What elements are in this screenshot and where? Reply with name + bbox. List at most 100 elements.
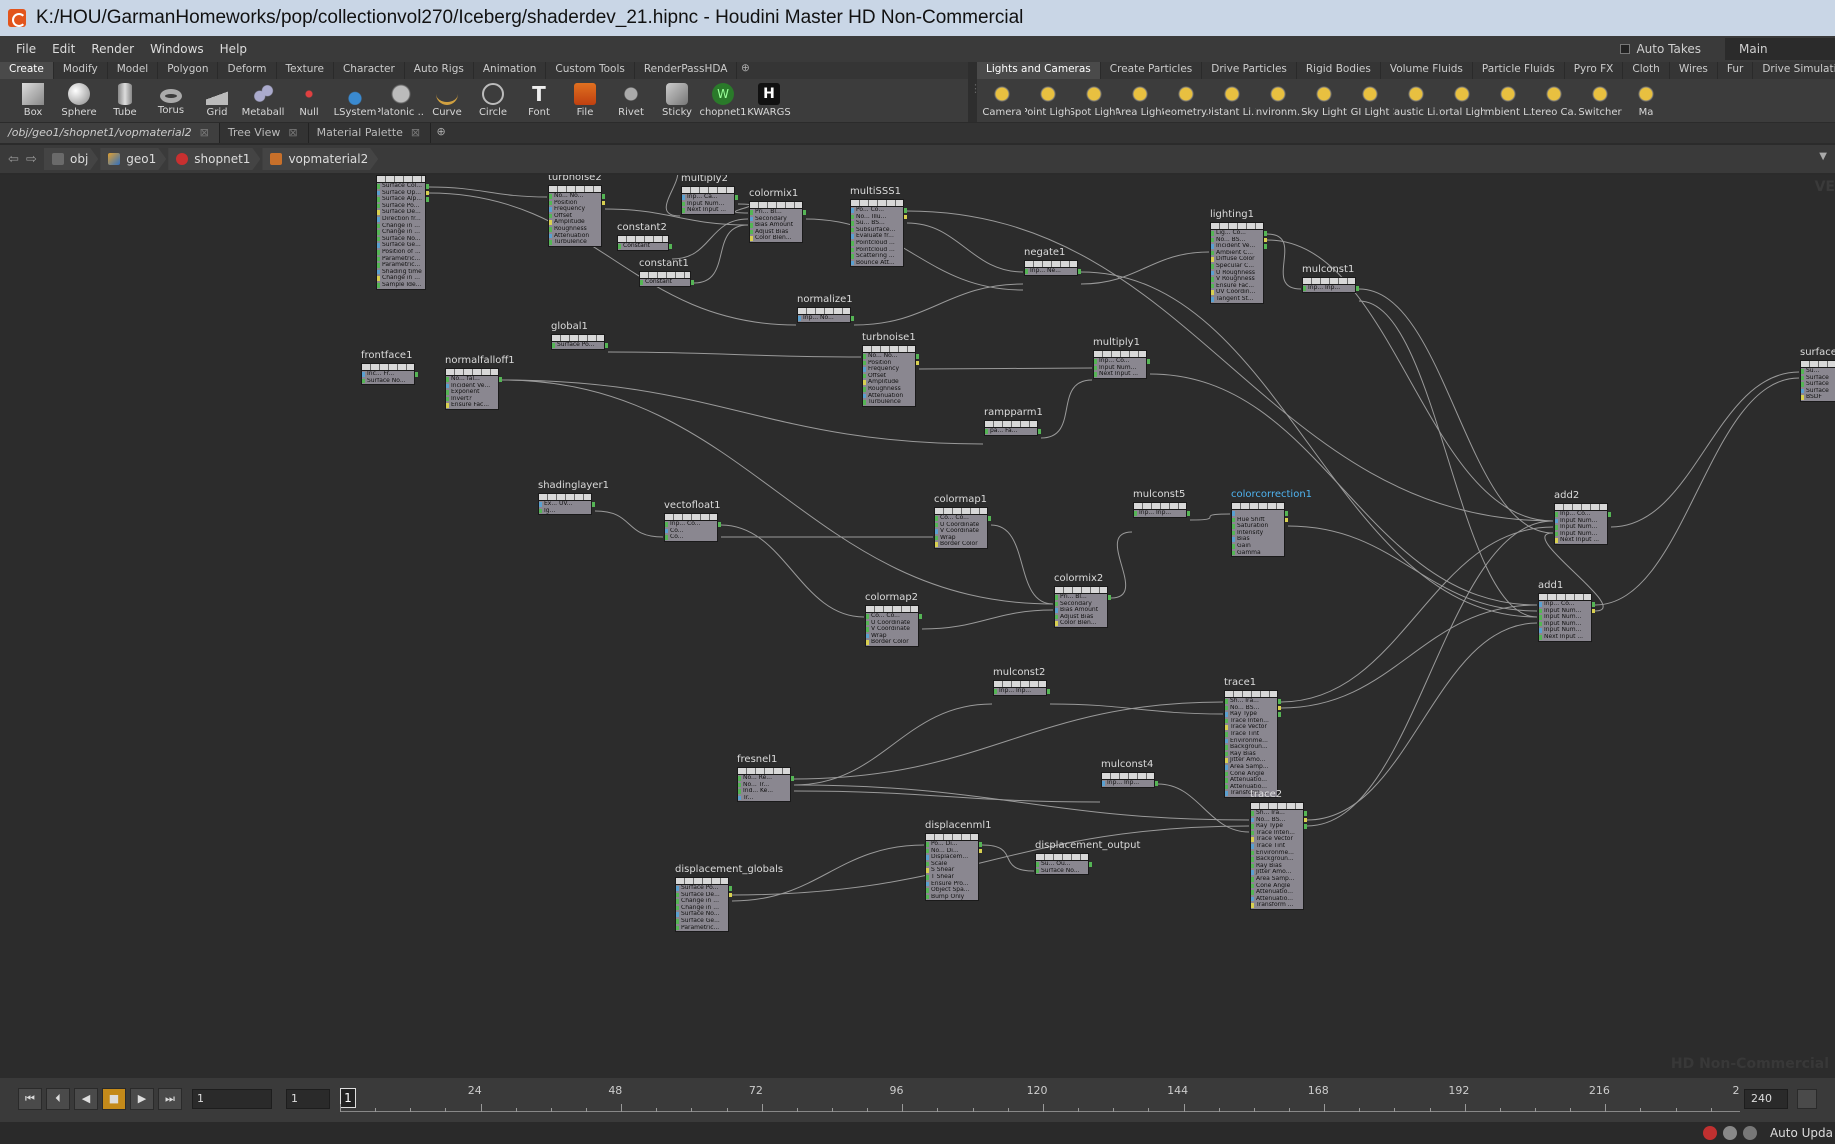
node-parm-row[interactable]: Position of ... (377, 249, 425, 256)
shelf-tool-file[interactable]: File (562, 79, 608, 122)
menu-edit[interactable]: Edit (52, 42, 76, 56)
node-body[interactable]: Inp... Co...Input Num...Next Input ... (1093, 358, 1147, 379)
node-parm-row[interactable]: Surface Col... (377, 183, 425, 190)
wire-mulconst5-to-colorcorrection1[interactable] (1189, 513, 1231, 521)
node-body[interactable]: No... Re...No... Tr...Ind... Ke... Tr... (737, 775, 791, 803)
node-parm-row[interactable]: Change in ... (676, 898, 728, 905)
shelf-tool-portal-light[interactable]: Portal Light (1439, 79, 1485, 122)
node-parm-row[interactable]: No... BS... (1225, 705, 1277, 712)
shelf-tool-camera[interactable]: Camera (979, 79, 1025, 122)
left-tab-animation[interactable]: Animation (474, 62, 547, 79)
wire-normalize1-to-negate1[interactable] (853, 283, 1024, 326)
wire-colormap2-to-colormix2[interactable] (921, 609, 1054, 630)
output-port[interactable] (602, 194, 605, 199)
tab-material-palette[interactable]: Material Palette⊠ (309, 123, 432, 143)
node-parm-row[interactable]: Adjust Bias (1055, 614, 1107, 621)
node-name-label[interactable]: turbnoise2 (548, 175, 602, 183)
right-tab-drive-simulation[interactable]: Drive Simulation (1753, 62, 1835, 79)
node-output-ports[interactable] (791, 776, 794, 783)
node-parm-row[interactable]: No... Di... (926, 848, 978, 855)
left-tab-deform[interactable]: Deform (218, 62, 277, 79)
node-flag-bar[interactable] (1035, 853, 1089, 861)
node-output-ports[interactable] (1038, 429, 1041, 436)
node-output-ports[interactable] (499, 377, 502, 384)
right-tab-drive-particles[interactable]: Drive Particles (1202, 62, 1297, 79)
shelf-tool-distant-li[interactable]: Distant Li... (1209, 79, 1255, 122)
node-output-ports[interactable] (988, 516, 991, 523)
node-parm-row[interactable]: Gamma (1232, 550, 1284, 557)
node-body[interactable]: Inp... Ca...Input Num...Next Input ... (681, 194, 735, 215)
node-parm-row[interactable]: Environme... (1225, 738, 1277, 745)
shelf-tool-switcher[interactable]: Switcher (1577, 79, 1623, 122)
node-body[interactable]: pa... Fa... (984, 428, 1038, 436)
current-frame-marker[interactable]: 1 (340, 1088, 356, 1108)
node-output-ports[interactable] (916, 354, 919, 367)
node-name-label[interactable]: colormap2 (865, 592, 919, 603)
node-parm-row[interactable]: Trace Inten... (1251, 830, 1303, 837)
node-parm-row[interactable]: Incident Ve... (446, 383, 498, 390)
output-port[interactable] (1047, 689, 1050, 694)
node-parm-row[interactable]: Surface De... (676, 892, 728, 899)
wire-turbnoise2-to-colormix1[interactable] (604, 208, 749, 226)
close-icon[interactable]: ⊠ (288, 126, 298, 139)
node-parm-row[interactable]: Invert? (446, 396, 498, 403)
shelf-splitter[interactable] (968, 62, 981, 122)
left-tab-renderpasshda[interactable]: RenderPassHDA (635, 62, 738, 79)
node-parm-row[interactable]: Pri... Bl... (750, 209, 802, 216)
node-parm-row[interactable]: Bias Amount (1055, 607, 1107, 614)
node-parm-row[interactable]: Inp... Inp... (1134, 510, 1186, 517)
right-tab-cloth[interactable]: Cloth (1623, 62, 1670, 79)
left-tab-texture[interactable]: Texture (277, 62, 334, 79)
wire-mulconst4-to-trace2[interactable] (1157, 783, 1250, 833)
output-port[interactable] (729, 886, 732, 891)
node-parm-row[interactable]: Constant (640, 279, 690, 286)
node-parm-row[interactable]: Transform ... (1225, 790, 1277, 797)
node-parm-row[interactable] (1232, 510, 1284, 517)
node-parm-row[interactable]: Incident Ve... (1211, 243, 1263, 250)
node-name-label[interactable]: multiply1 (1093, 337, 1140, 348)
auto-takes-checkbox[interactable] (1620, 44, 1631, 54)
node-name-label[interactable]: multiply2 (681, 175, 728, 184)
node-parm-row[interactable]: Po... Co... (851, 207, 903, 214)
output-port[interactable] (592, 502, 595, 507)
output-port[interactable] (1108, 595, 1111, 600)
node-name-label[interactable]: mulconst2 (993, 667, 1046, 678)
node-parm-row[interactable]: Input Num... (1539, 608, 1591, 615)
node-parm-row[interactable]: No... BS... (1251, 817, 1303, 824)
node-parm-row[interactable]: Environme... (1251, 850, 1303, 857)
node-name-label[interactable]: frontface1 (361, 350, 413, 361)
node-parm-row[interactable]: Change in ... (377, 223, 425, 230)
node-parm-row[interactable]: Change in ... (377, 229, 425, 236)
node-output-ports[interactable] (718, 522, 721, 529)
node-name-label[interactable]: global1 (551, 321, 588, 332)
output-port[interactable] (919, 614, 922, 619)
node-body[interactable]: Po... Co...No... Illu...Su... BS...Subsu… (850, 207, 904, 268)
node-parm-row[interactable]: Direction fr... (377, 216, 425, 223)
node-parm-row[interactable]: Input Num... (1555, 518, 1607, 525)
node-flag-bar[interactable] (639, 271, 691, 279)
node-flag-bar[interactable] (993, 680, 1047, 688)
output-port[interactable] (718, 522, 721, 527)
node-parm-row[interactable]: Surface Po... (676, 885, 728, 892)
node-parm-row[interactable]: Po... Di... (926, 841, 978, 848)
menu-render[interactable]: Render (91, 42, 135, 56)
node-parm-row[interactable]: Parametric... (377, 256, 425, 263)
output-port[interactable] (499, 377, 502, 382)
node-parm-row[interactable]: Turbulence (863, 399, 915, 406)
node-output-ports[interactable] (605, 343, 608, 350)
shelf-tool-ma[interactable]: Ma (1623, 79, 1669, 122)
node-flag-bar[interactable] (1538, 593, 1592, 601)
node-parm-row[interactable]: Scale (926, 861, 978, 868)
node-output-ports[interactable] (1278, 699, 1281, 719)
breadcrumb-vopmaterial2[interactable]: vopmaterial2 (262, 148, 378, 170)
output-port[interactable] (1078, 269, 1081, 274)
